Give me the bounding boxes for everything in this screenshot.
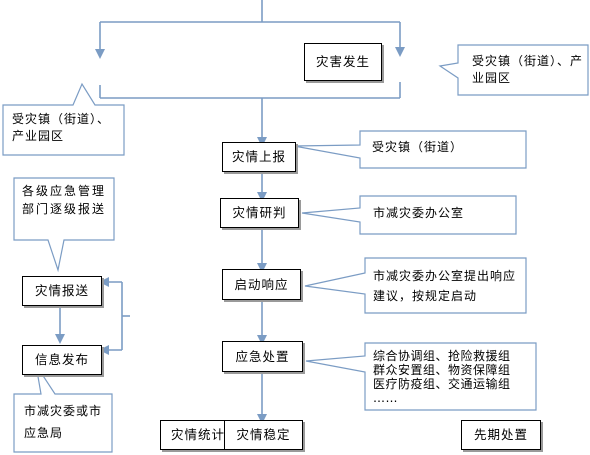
- handling-group-line: 医疗防疫组、交通运输组: [373, 377, 511, 391]
- callout-graded-report: [13, 177, 115, 273]
- start-response-box: 启动响应: [222, 269, 301, 300]
- callout-response: [304, 257, 527, 314]
- emergency-handling-box: 应急处置: [222, 341, 303, 372]
- town-left-text: 受灾镇（街道）、产业园区: [12, 112, 111, 143]
- disaster-occurs-box: 灾害发生: [304, 43, 382, 81]
- handling-group-line: 群众安置组、物资保障组: [373, 363, 511, 377]
- callout-analyze: [301, 195, 517, 235]
- analyze-box: 灾情研判: [220, 198, 299, 228]
- callout-report: [293, 130, 527, 169]
- release-responsible-text: 市减灾委或市应急局: [24, 404, 103, 440]
- report-box: 灾情上报: [222, 142, 296, 172]
- analyze-responsible-text: 市减灾委办公室: [373, 206, 465, 220]
- info-release-box: 信息发布: [22, 345, 102, 375]
- handling-group-line: ……: [373, 391, 398, 405]
- callout-town-right-top: [438, 44, 589, 96]
- callout-town-left: [2, 82, 125, 156]
- town-right-top-text: 受灾镇（街道）、产业园区: [472, 54, 584, 85]
- callout-release: [13, 364, 113, 453]
- response-responsible-text: 市减灾委办公室提出响应建议，按规定启动: [373, 269, 517, 303]
- stabilize-box: 灾情稳定: [224, 420, 303, 450]
- disaster-report-send-box: 灾情报送: [22, 276, 102, 306]
- callout-handling: [305, 342, 537, 411]
- report-responsible-text: 受灾镇（街道）: [372, 140, 464, 154]
- graded-report-text: 各级应急管理部门逐级报送: [22, 184, 107, 216]
- later-handling-box: 先期处置: [461, 420, 541, 450]
- handling-group-line: 综合协调组、抢险救援组: [373, 349, 511, 363]
- handling-groups-list: 综合协调组、抢险救援组 群众安置组、物资保障组 医疗防疫组、交通运输组 ……: [373, 349, 511, 405]
